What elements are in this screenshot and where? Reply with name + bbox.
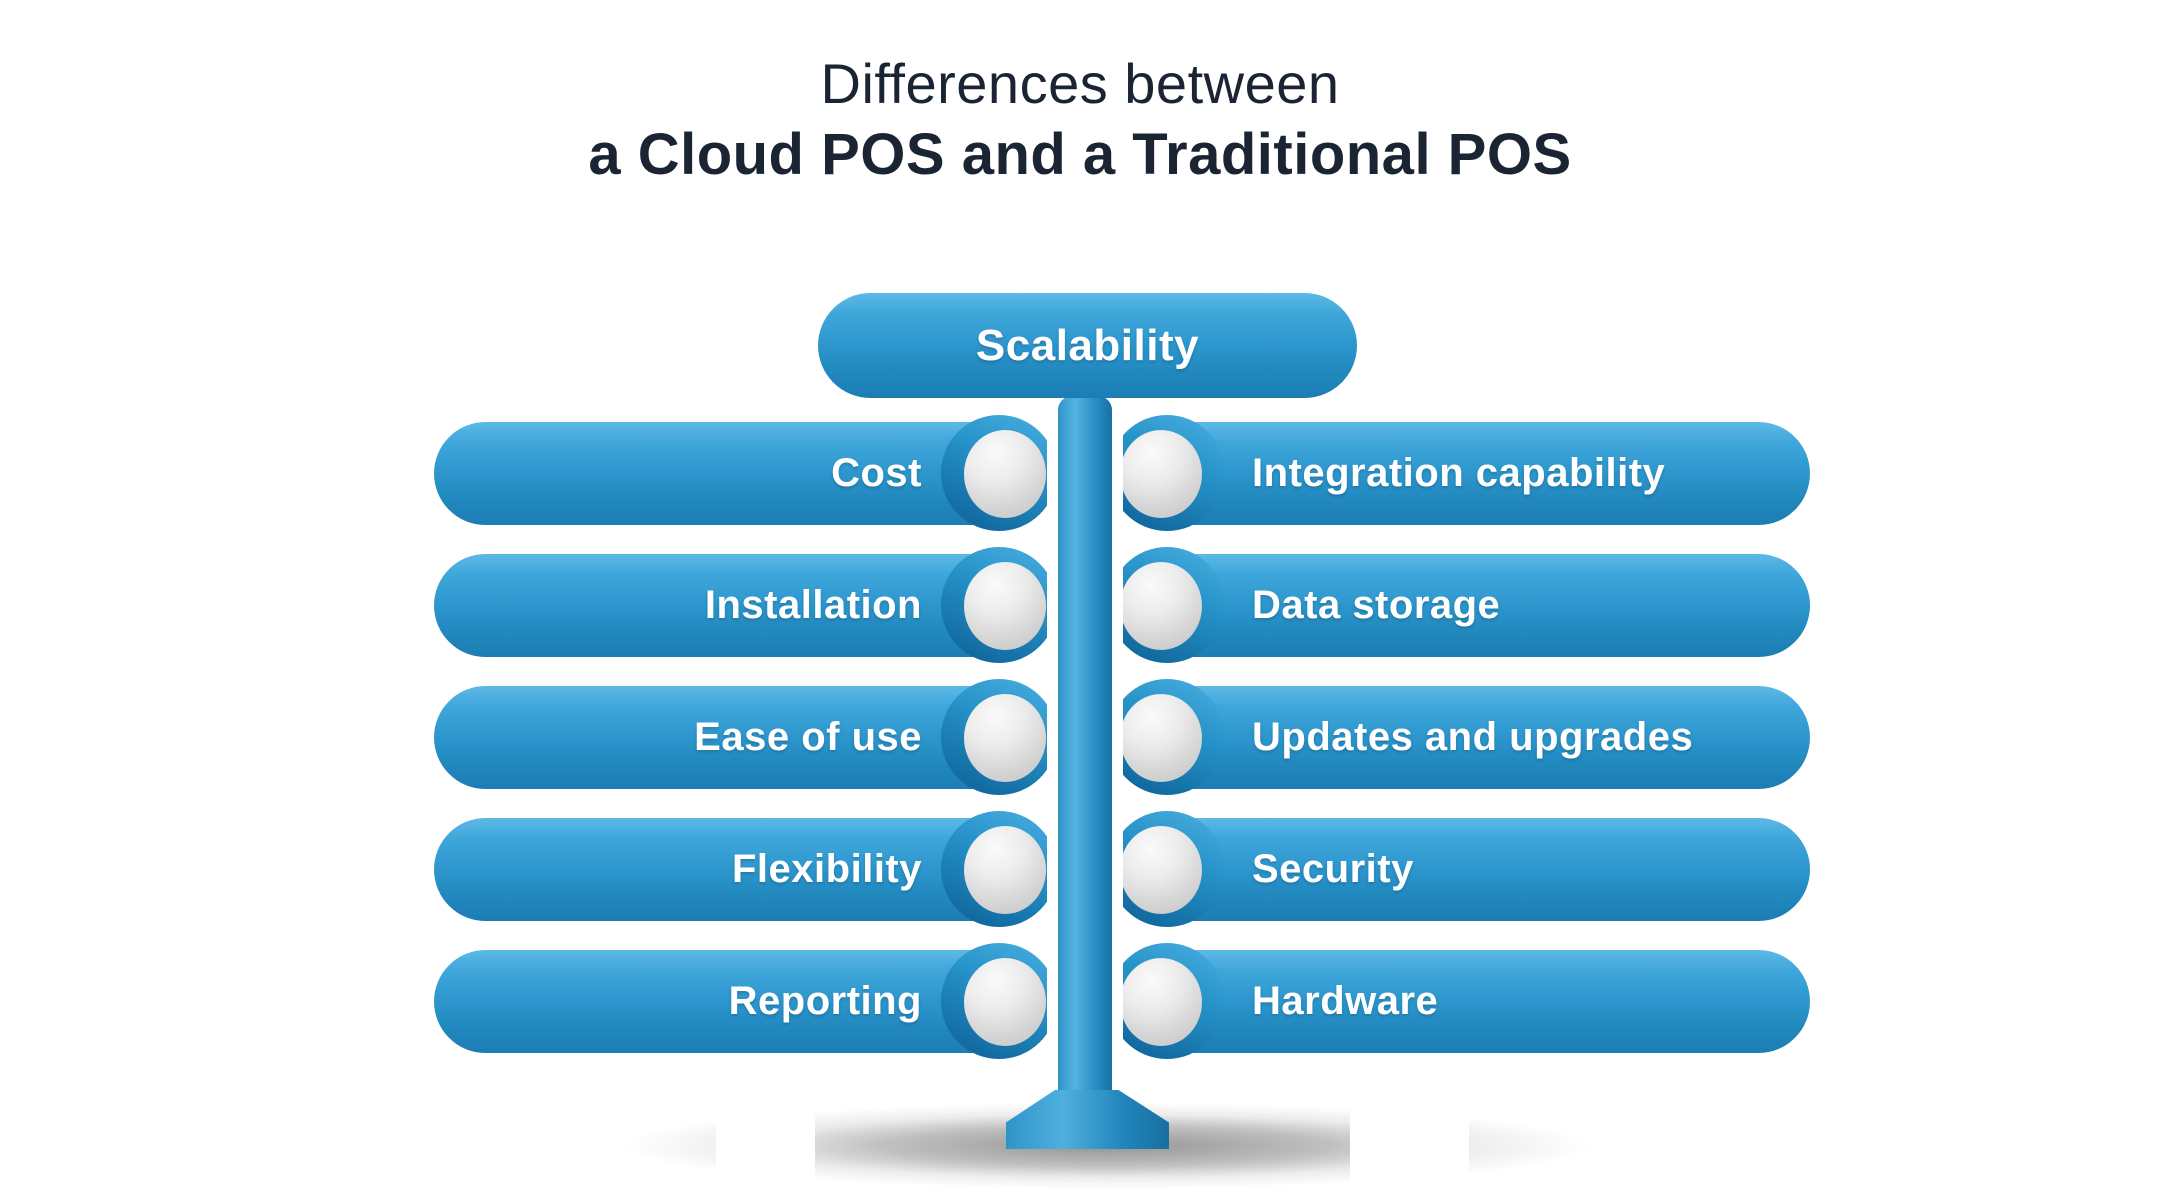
comparison-row: Installation Data storage (0, 547, 2160, 663)
pole-gap-right (1112, 408, 1123, 1086)
connector-ball-left (964, 958, 1046, 1046)
left-pill-ease-of-use: Ease of use (434, 686, 1040, 789)
title-line-2: a Cloud POS and a Traditional POS (588, 122, 1572, 187)
title-line-1: Differences between (820, 52, 1340, 115)
comparison-row: Cost Integration capability (0, 415, 2160, 531)
connector-ball-right (1120, 958, 1202, 1046)
right-pill-label: Integration capability (1252, 451, 1666, 495)
right-pill-updates-and-upgrades: Updates and upgrades (1130, 686, 1810, 789)
right-pill-label: Updates and upgrades (1252, 715, 1694, 759)
right-pill-hardware: Hardware (1130, 950, 1810, 1053)
left-pill-label: Installation (704, 583, 922, 627)
comparison-row: Ease of use Updates and upgrades (0, 679, 2160, 795)
connector-ball-left (964, 562, 1046, 650)
connector-ball-right (1120, 562, 1202, 650)
right-pill-label: Data storage (1252, 583, 1501, 627)
connector-ball-left (964, 430, 1046, 518)
right-pill-label: Hardware (1252, 979, 1439, 1023)
left-pill-cost: Cost (434, 422, 1040, 525)
right-pill-data-storage: Data storage (1130, 554, 1810, 657)
left-pill-reporting: Reporting (434, 950, 1040, 1053)
pole-pedestal (1006, 1090, 1169, 1149)
page-title: Differences between a Cloud POS and a Tr… (0, 50, 2160, 192)
connector-ball-right (1120, 430, 1202, 518)
right-pill-security: Security (1130, 818, 1810, 921)
connector-ball-right (1120, 694, 1202, 782)
right-pill-integration-capability: Integration capability (1130, 422, 1810, 525)
connector-ball-left (964, 694, 1046, 782)
comparison-row: Flexibility Security (0, 811, 2160, 927)
shadow-gap-right (1350, 1096, 1469, 1196)
left-pill-label: Reporting (728, 979, 922, 1023)
pole-gap-left (1047, 408, 1058, 1086)
left-pill-label: Flexibility (732, 847, 922, 891)
left-pill-label: Cost (831, 451, 922, 495)
connector-ball-right (1120, 826, 1202, 914)
left-pill-label: Ease of use (694, 715, 922, 759)
shadow-gap-left (716, 1096, 815, 1196)
left-pill-flexibility: Flexibility (434, 818, 1040, 921)
central-pole (1058, 396, 1112, 1092)
comparison-row: Reporting Hardware (0, 943, 2160, 1059)
node-scalability: Scalability (818, 293, 1357, 398)
right-pill-label: Security (1252, 847, 1414, 891)
left-pill-installation: Installation (434, 554, 1040, 657)
connector-ball-left (964, 826, 1046, 914)
node-scalability-label: Scalability (975, 320, 1200, 370)
